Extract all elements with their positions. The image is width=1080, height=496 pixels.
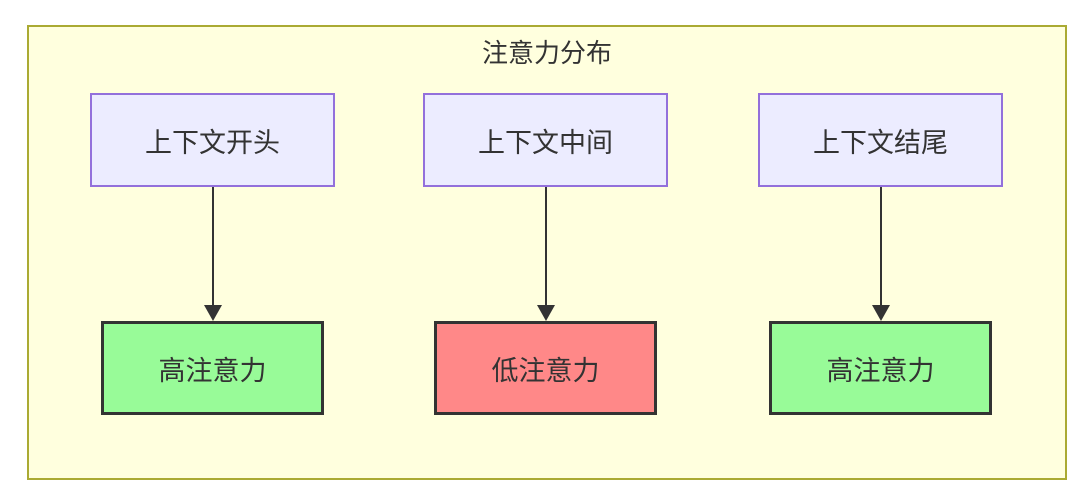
arrow-line	[211, 187, 214, 305]
flow-column-context-middle: 上下文中间 低注意力	[423, 93, 668, 415]
diagram-container: 注意力分布 上下文开头 高注意力 上下文中间 低注意力 上下文结尾 高注意力	[27, 25, 1067, 480]
arrow-head-icon	[536, 305, 555, 321]
target-node-low-attention: 低注意力	[434, 321, 657, 415]
arrow-line	[879, 187, 882, 305]
flow-column-context-beginning: 上下文开头 高注意力	[90, 93, 335, 415]
target-node-high-attention: 高注意力	[101, 321, 324, 415]
arrow-head-icon	[871, 305, 890, 321]
source-node-context-end: 上下文结尾	[758, 93, 1003, 187]
arrow-line	[544, 187, 547, 305]
down-arrow	[871, 187, 890, 321]
down-arrow	[203, 187, 222, 321]
flow-column-context-end: 上下文结尾 高注意力	[758, 93, 1003, 415]
arrow-head-icon	[203, 305, 222, 321]
source-node-context-beginning: 上下文开头	[90, 93, 335, 187]
diagram-title: 注意力分布	[481, 38, 612, 68]
down-arrow	[536, 187, 555, 321]
target-node-high-attention: 高注意力	[769, 321, 992, 415]
source-node-context-middle: 上下文中间	[423, 93, 668, 187]
